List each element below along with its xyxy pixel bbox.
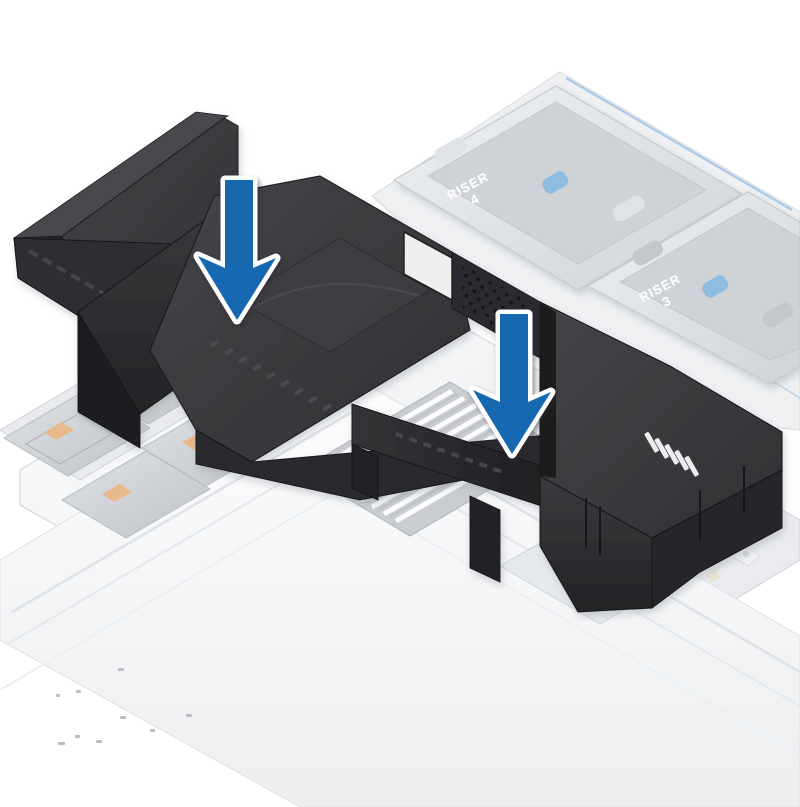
shroud-cutout — [404, 232, 452, 300]
shroud-front-markings — [395, 432, 502, 474]
riser-3-standoff — [632, 240, 664, 266]
shroud-deck-markings — [210, 339, 332, 412]
riser-4-standoff-2 — [612, 195, 645, 222]
riser-4-touchpoint — [542, 171, 569, 194]
shroud-support-leg-2 — [351, 443, 379, 501]
install-arrow-left — [193, 175, 281, 325]
board-connector-3 — [706, 569, 720, 582]
shroud-support-leg — [469, 495, 501, 583]
install-arrow-right — [468, 309, 556, 459]
riser-3-module: RISER 3 — [586, 191, 800, 385]
riser-4-standoff — [434, 137, 467, 164]
riser-3-touchpoint — [702, 275, 729, 298]
fan-module — [61, 450, 211, 539]
riser-4-module: RISER 4 — [392, 85, 744, 291]
shroud-vent-slots — [644, 432, 699, 477]
panel-markings — [56, 668, 192, 745]
riser-3-standoff-2 — [762, 302, 794, 328]
shroud-right-ribs — [585, 466, 745, 556]
air-shroud — [12, 111, 783, 613]
